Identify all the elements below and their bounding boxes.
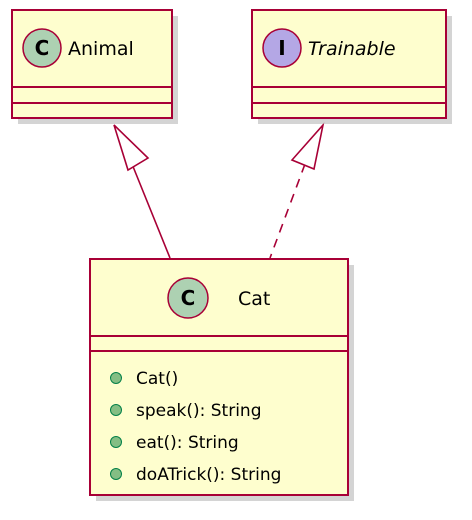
public-visibility-icon: [110, 436, 122, 448]
public-visibility-icon: [110, 404, 122, 416]
class-name: Animal: [68, 38, 134, 60]
method-text: speak(): String: [136, 401, 262, 421]
class-badge-icon: C: [22, 28, 62, 68]
method-row[interactable]: eat(): String: [110, 433, 239, 453]
class-badge-letter: C: [35, 36, 50, 60]
class-box: [89, 258, 349, 496]
method-text: eat(): String: [136, 433, 239, 453]
method-row[interactable]: doATrick(): String: [110, 465, 282, 485]
method-row[interactable]: Cat(): [110, 369, 179, 389]
generalization-arrowhead: [113, 124, 150, 172]
realization-arrowhead: [290, 122, 325, 171]
interface-name: Trainable: [308, 38, 396, 60]
public-visibility-icon: [110, 468, 122, 480]
realization-line: [269, 163, 306, 259]
method-list: Cat() speak(): String eat(): String doAT…: [110, 369, 282, 485]
interface-badge-letter: I: [278, 36, 285, 60]
method-row[interactable]: speak(): String: [110, 401, 262, 421]
method-text: doATrick(): String: [136, 465, 281, 485]
generalization-arrow: [113, 124, 171, 259]
class-badge-letter: C: [181, 286, 196, 310]
interface-badge-icon: I: [262, 28, 302, 68]
interface-trainable[interactable]: I Trainable: [251, 9, 452, 124]
class-animal[interactable]: C Animal: [11, 9, 178, 124]
class-badge-icon: C: [167, 277, 209, 319]
generalization-line: [131, 163, 171, 259]
realization-arrow: [269, 122, 325, 259]
class-cat[interactable]: C Cat Cat() speak(): String eat(): Strin…: [89, 258, 354, 501]
public-visibility-icon: [110, 372, 122, 384]
class-name: Cat: [238, 288, 270, 310]
method-text: Cat(): [136, 369, 178, 389]
